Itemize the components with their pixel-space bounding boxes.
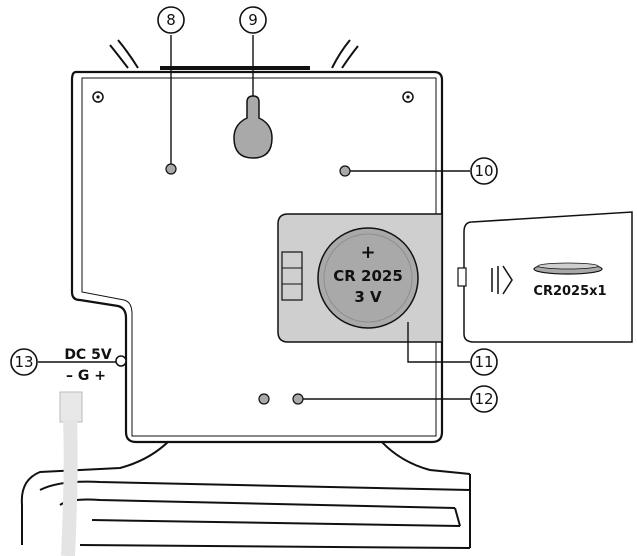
- top-cable-arcs: [109, 39, 359, 70]
- callout-11: [470, 348, 498, 376]
- callout-8-label: 8: [166, 11, 176, 29]
- power-jack: [115, 355, 127, 367]
- callout-13: [10, 348, 38, 376]
- callout-leaders: [38, 35, 470, 400]
- hole-8: [165, 163, 177, 175]
- power-jack-rating: DC 5V: [64, 347, 112, 363]
- callout-10: [470, 157, 498, 185]
- stand: [20, 439, 471, 549]
- corner-screw-right: [402, 91, 414, 103]
- battery-cover-label: CR2025x1: [533, 284, 606, 299]
- coin-cell-battery: [317, 227, 419, 329]
- battery-model: CR 2025: [333, 267, 403, 285]
- battery-polarity: +: [360, 242, 375, 263]
- battery-cover: [457, 211, 633, 343]
- callout-10-label: 10: [474, 162, 493, 180]
- battery-voltage: 3 V: [354, 288, 382, 306]
- hole-12-right: [292, 393, 304, 405]
- callout-9-label: 9: [248, 11, 258, 29]
- callout-9: [239, 6, 267, 34]
- corner-screw-left: [92, 91, 104, 103]
- callout-12-label: 12: [474, 390, 493, 408]
- hole-12-left: [258, 393, 270, 405]
- power-cable: [59, 391, 83, 556]
- device-body: [70, 70, 444, 444]
- callout-8: [157, 6, 185, 34]
- hole-10: [339, 165, 351, 177]
- callout-11-label: 11: [474, 353, 493, 371]
- power-jack-polarity: – G +: [66, 368, 106, 384]
- device-body-inner-edge: [81, 77, 437, 437]
- callout-13-label: 13: [14, 353, 33, 371]
- callout-12: [470, 385, 498, 413]
